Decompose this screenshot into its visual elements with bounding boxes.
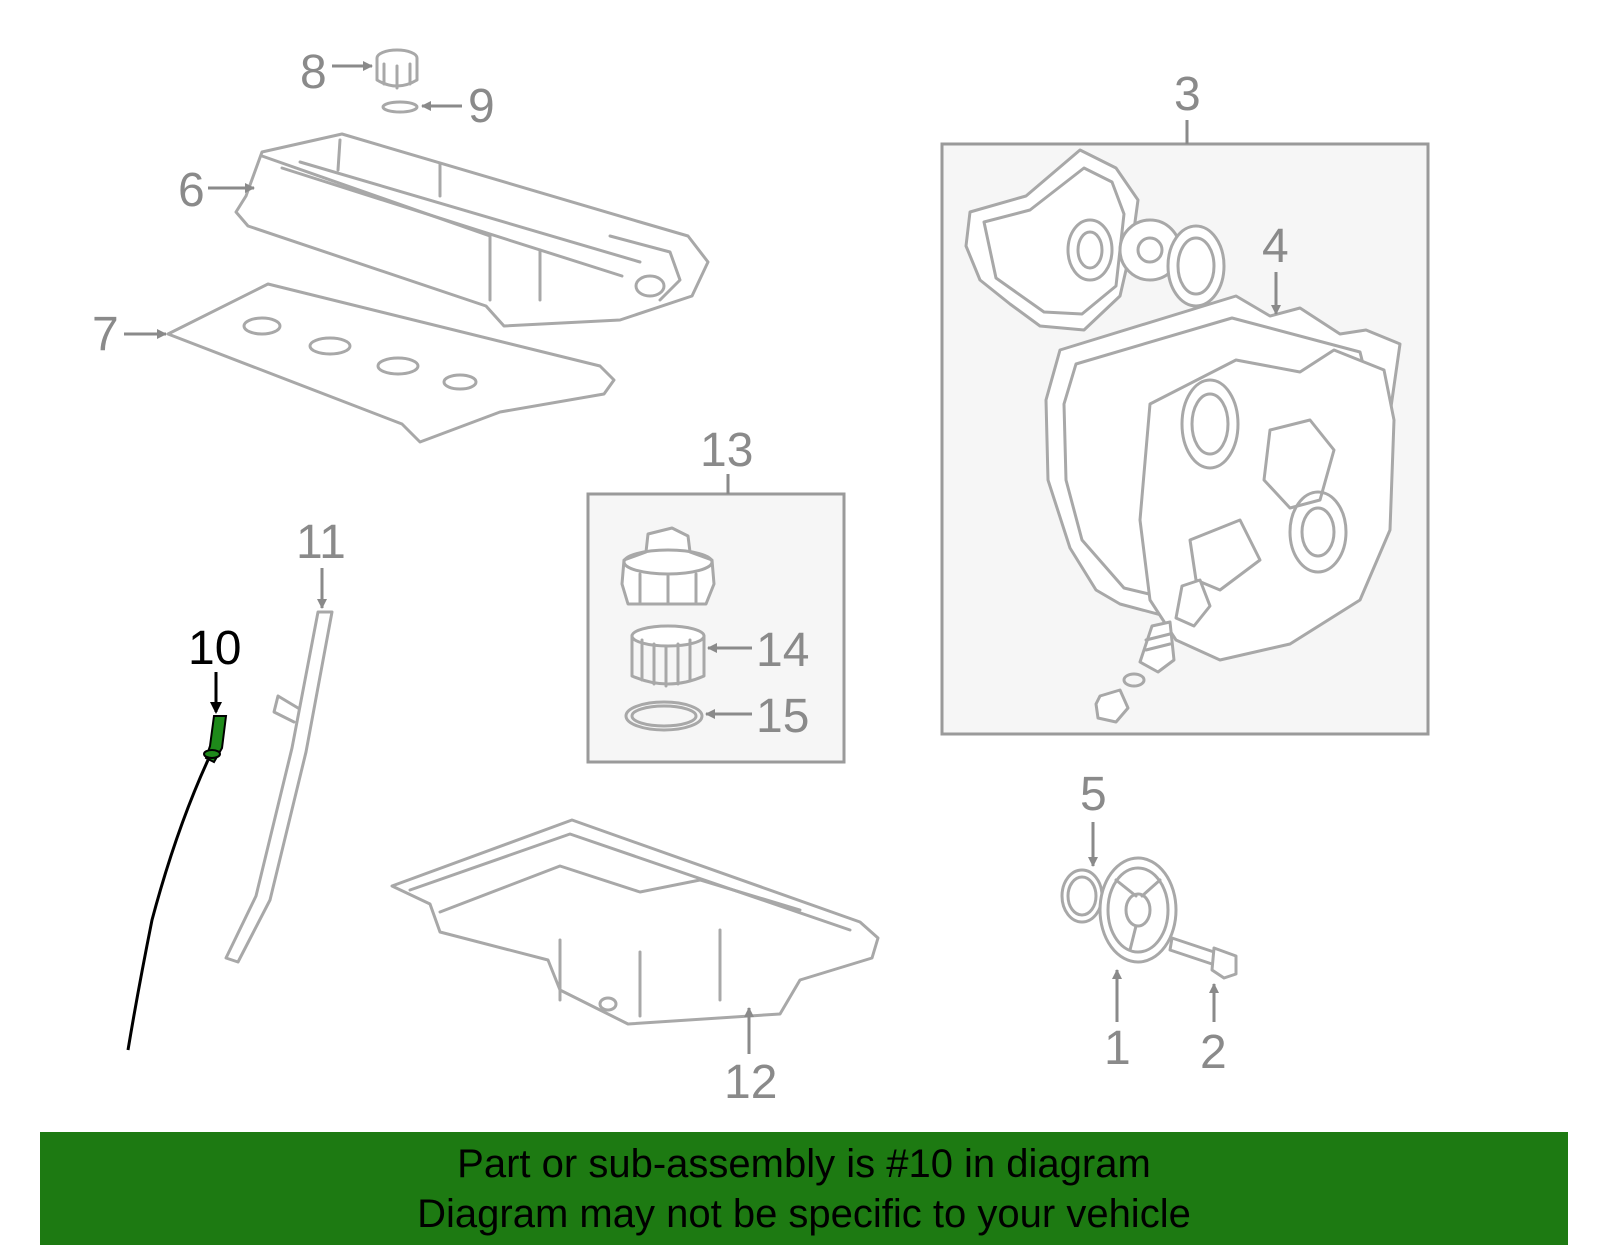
- part-15-o-ring[interactable]: [624, 700, 704, 732]
- part-7-valve-cover-gasket[interactable]: [166, 282, 616, 444]
- callout-9: 9: [468, 80, 495, 133]
- callout-12: 12: [724, 1056, 777, 1109]
- pressure-relief-plug[interactable]: [1094, 578, 1212, 724]
- callout-2: 2: [1200, 1026, 1227, 1079]
- part-5-front-crank-seal[interactable]: [1060, 868, 1104, 924]
- info-banner: Part or sub-assembly is #10 in diagram D…: [40, 1132, 1568, 1245]
- callout-3: 3: [1174, 68, 1201, 121]
- callout-4: 4: [1262, 220, 1289, 273]
- part-2-pulley-bolt[interactable]: [1168, 936, 1238, 980]
- callout-5: 5: [1080, 768, 1107, 821]
- oil-pump-rotor[interactable]: [1166, 224, 1226, 308]
- callout-8: 8: [300, 46, 327, 99]
- callout-14: 14: [756, 624, 809, 677]
- part-10-oil-dipstick[interactable]: [126, 715, 228, 1051]
- part-9-seal[interactable]: [381, 100, 419, 114]
- callout-10: 10: [188, 622, 241, 675]
- callout-13: 13: [700, 424, 753, 477]
- part-14-oil-filter-element[interactable]: [630, 624, 706, 688]
- part-1-crankshaft-pulley[interactable]: [1098, 856, 1178, 964]
- part-13-oil-filter-assembly-box[interactable]: [586, 492, 846, 764]
- part-6-valve-cover[interactable]: [234, 132, 710, 328]
- callout-15: 15: [756, 690, 809, 743]
- dipstick-seal: [203, 749, 221, 759]
- part-11-dipstick-tube[interactable]: [224, 610, 334, 964]
- oil-filter-housing-cap[interactable]: [620, 526, 716, 606]
- timing-cover-body[interactable]: [1138, 348, 1396, 662]
- callout-1: 1: [1104, 1022, 1131, 1075]
- callout-11: 11: [296, 516, 346, 569]
- callout-7: 7: [92, 308, 119, 361]
- dipstick-blade: [126, 759, 210, 1051]
- callout-6: 6: [178, 164, 205, 217]
- banner-line-2: Diagram may not be specific to your vehi…: [417, 1191, 1191, 1236]
- part-12-oil-pan[interactable]: [390, 818, 880, 1026]
- banner-line-1: Part or sub-assembly is #10 in diagram: [457, 1141, 1151, 1186]
- part-8-oil-filler-cap[interactable]: [375, 48, 419, 90]
